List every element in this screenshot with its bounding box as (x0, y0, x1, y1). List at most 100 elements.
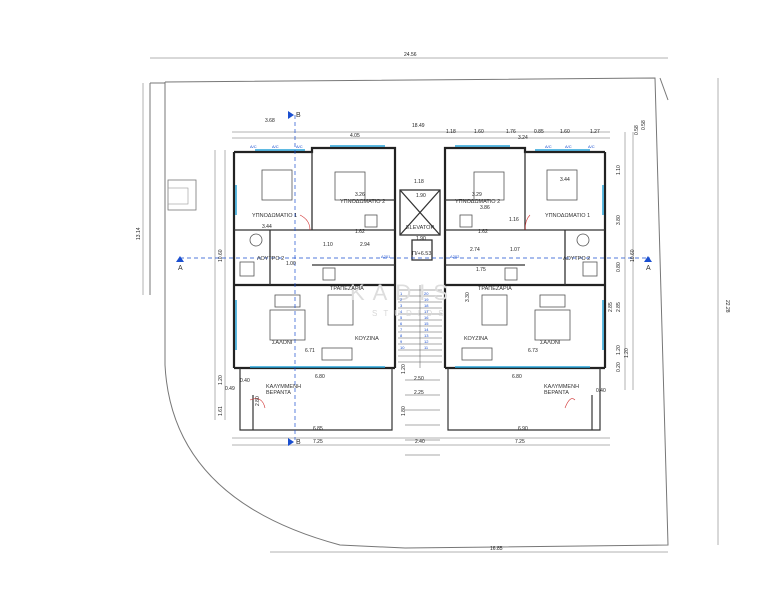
dim-right-top-2: 1.60 (474, 129, 484, 135)
dim-misc-2: 2.85 (608, 302, 614, 312)
dim-bottom-row-1: 7.25 (313, 439, 323, 445)
room-bath-right: ΛΟΥΤΡΟ 2 (563, 256, 590, 262)
overall-dimension-lines (142, 57, 719, 553)
section-lines (180, 115, 650, 440)
dim-left-side: 13.14 (136, 227, 142, 240)
room-bedroom1-left: ΥΠΝΟΔΩΜΑΤΙΟ 1 (252, 213, 297, 219)
dim-rc-5: 2.85 (616, 302, 622, 312)
level-marker: Π/+6.53 (412, 251, 431, 257)
stair-number: 1 (400, 291, 403, 296)
dim-corr-5: 1.62 (478, 229, 488, 235)
section-b-bottom: B (296, 439, 301, 446)
dim-right-top-1: 1.18 (446, 129, 456, 135)
ac-label-3: A/C (296, 144, 303, 149)
flat-label-right: Δ202 (450, 254, 460, 259)
dim-misc-3: 1.20 (624, 348, 630, 358)
stair-number: 7 (400, 327, 403, 332)
dim-misc-1: 0.40 (596, 388, 606, 394)
dim-overall-top: 24.56 (404, 52, 417, 58)
stair-number: 19 (424, 297, 429, 302)
dim-bottom-right: 6.90 (518, 426, 528, 432)
dim-veranda-right: 6.80 (512, 374, 522, 380)
room-bedroom2-right: ΥΠΝΟΔΩΜΑΤΙΟ 2 (455, 199, 500, 205)
dim-corr-12: 1.00 (286, 261, 296, 267)
dim-corr-4: 1.62 (355, 229, 365, 235)
dim-bottom-row-3: 7.25 (515, 439, 525, 445)
dim-corr-10: 1.07 (510, 247, 520, 253)
dim-corr-8: 2.94 (360, 242, 370, 248)
room-living-right: ΣΑΛΟΝΙ (540, 340, 561, 346)
dim-corr-9: 2.74 (470, 247, 480, 253)
dim-misc-4: 1.20 (401, 364, 407, 374)
dim-left-top-b: 4.05 (350, 133, 360, 139)
stair-number: 11 (424, 345, 429, 350)
room-kitchen-right: ΚΟΥΖΙΝΑ (464, 336, 488, 342)
ac-label-2: A/C (272, 144, 279, 149)
stair-number: 18 (424, 303, 429, 308)
room-dining-right: ΤΡΑΠΕΖΑΡΙΑ (478, 286, 512, 292)
dim-misc-6: 3.30 (465, 292, 471, 302)
building-walls (232, 146, 607, 370)
windows (235, 145, 604, 368)
stair-number: 17 (424, 309, 429, 314)
dim-right-top-6: 1.27 (590, 129, 600, 135)
section-a-left: A (178, 265, 183, 272)
ac-label-6: A/C (588, 144, 595, 149)
dim-right-side: 22.28 (724, 300, 730, 313)
dim-left-top-a: 3.68 (265, 118, 275, 124)
dim-rc-1: 0.58 (641, 120, 647, 130)
dim-corr-1: 1.18 (414, 179, 424, 185)
watermark-main: KADIS (350, 280, 456, 305)
dim-lc-3: 0.49 (225, 386, 235, 392)
dim-room-3: 3.29 (472, 192, 482, 198)
stair-numbers: 1 2 3 4 5 6 7 8 9 10 11 12 13 14 15 16 1… (400, 291, 429, 350)
dim-misc-9: 10.60 (630, 249, 636, 262)
watermark-sub: STUDIOS (372, 309, 450, 318)
dim-misc-7: 2.80 (255, 396, 261, 406)
dim-stair-1: 2.50 (414, 376, 424, 382)
stair-number: 12 (424, 339, 429, 344)
section-b-top: B (296, 112, 301, 119)
stair-landing-inner (167, 187, 189, 205)
stair-number: 13 (424, 333, 429, 338)
dim-inner-top: 18.49 (412, 123, 425, 129)
stair-number: 5 (400, 315, 403, 320)
dim-bottom-row-2: 2.40 (415, 439, 425, 445)
dim-room-4: 3.44 (262, 224, 272, 230)
dim-rc-6: 1.20 (616, 345, 622, 355)
ac-label-5: A/C (565, 144, 572, 149)
dim-living-left: 6.71 (305, 348, 315, 354)
dim-rc-7: 0.20 (616, 362, 622, 372)
ac-label-4: A/C (545, 144, 552, 149)
dim-bottom-left: 6.85 (313, 426, 323, 432)
stair-number: 8 (400, 333, 403, 338)
dim-right-top-4: 0.85 (534, 129, 544, 135)
plot-boundary (149, 77, 669, 549)
dim-corr-6: 1.10 (323, 242, 333, 248)
dim-rc-4: 0.80 (616, 262, 622, 272)
dim-right-top-3: 1.76 (506, 129, 516, 135)
dim-mid-top: 3.24 (518, 135, 528, 141)
dim-rc-2: 1.10 (616, 165, 622, 175)
section-markers (176, 111, 652, 446)
stair-number: 16 (424, 315, 429, 320)
door-swings (249, 214, 576, 409)
verandas (239, 368, 601, 431)
room-bath-left: ΛΟΥΤΡΟ 2 (257, 256, 284, 262)
stair-number: 3 (400, 303, 403, 308)
room-bedroom1-right: ΥΠΝΟΔΩΜΑΤΙΟ 1 (545, 213, 590, 219)
dim-misc-5: 1.80 (401, 406, 407, 416)
dim-right-top-5: 1.60 (560, 129, 570, 135)
stair-number: 6 (400, 321, 403, 326)
dim-corr-7: 1.16 (509, 217, 519, 223)
room-dining-left: ΤΡΑΠΕΖΑΡΙΑ (330, 286, 364, 292)
room-kitchen-left: ΚΟΥΖΙΝΑ (355, 336, 379, 342)
ac-label-1: A/C (250, 144, 257, 149)
room-living-left: ΣΑΛΟΝΙ (272, 340, 293, 346)
stair-number: 10 (400, 345, 405, 350)
dim-rc-3: 3.80 (616, 215, 622, 225)
stair-number: 15 (424, 321, 429, 326)
